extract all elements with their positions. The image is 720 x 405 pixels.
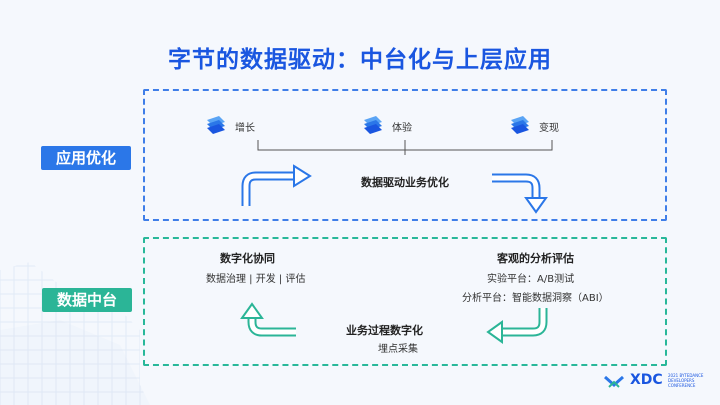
arrow-down-left-icon	[486, 308, 548, 344]
data-platform-tag: 数据中台	[42, 288, 132, 312]
logo-caption-line-3: CONFERENCE	[668, 383, 696, 388]
center-bottom-title: 业务过程数字化	[346, 324, 423, 337]
right-line-2: 分析平台：智能数据洞察（ABI）	[462, 293, 609, 304]
book-stack-icon	[364, 116, 382, 134]
page-title: 字节的数据驱动：中台化与上层应用	[168, 47, 552, 73]
logo-caption-line-2: DEVELOPERS	[668, 378, 695, 383]
xdc-logo-icon	[604, 375, 624, 388]
item-growth-label: 增长	[235, 123, 255, 134]
book-stack-icon	[207, 116, 225, 134]
book-stack-icon	[511, 116, 529, 134]
app-optimization-box	[143, 89, 667, 221]
item-experience-label: 体验	[392, 123, 412, 134]
arrow-up-right-icon	[241, 164, 312, 206]
logo-text: XDC	[630, 372, 663, 388]
center-label: 数据驱动业务优化	[361, 176, 449, 189]
arrow-right-down-icon	[492, 173, 548, 214]
right-title: 客观的分析评估	[497, 252, 574, 265]
arrow-left-up-icon	[240, 302, 296, 337]
left-title: 数字化协同	[220, 252, 275, 265]
data-platform-box	[143, 237, 667, 366]
logo-caption-line-1: 2021 BYTEDANCE	[668, 373, 704, 378]
left-subtitle: 数据治理 | 开发 | 评估	[206, 274, 306, 285]
center-bottom-subtitle: 埋点采集	[378, 344, 418, 355]
logo-caption: 2021 BYTEDANCE DEVELOPERS CONFERENCE	[668, 373, 703, 388]
app-optimization-tag: 应用优化	[41, 146, 131, 170]
item-monetization-label: 变现	[539, 123, 559, 134]
right-line-1: 实验平台：A/B测试	[487, 274, 575, 285]
